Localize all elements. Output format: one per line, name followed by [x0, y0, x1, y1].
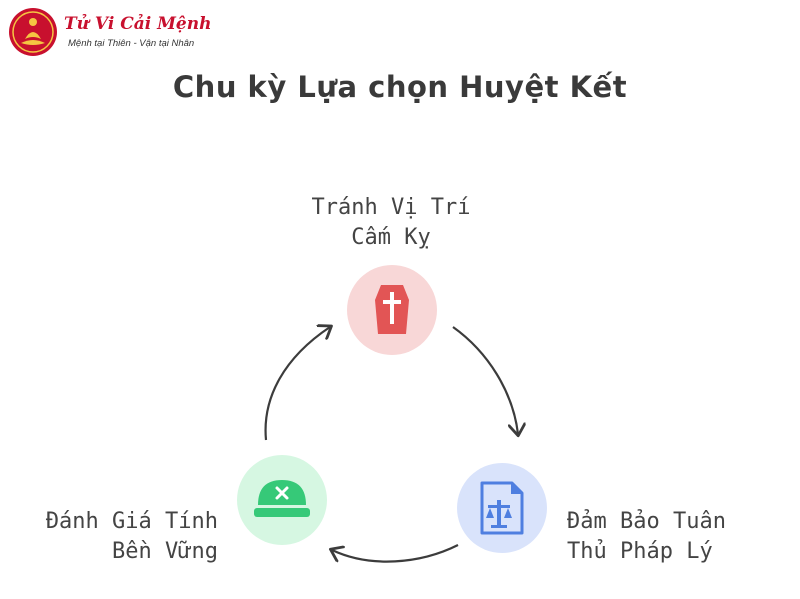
- label-avoid-forbidden: Tránh Vị Trí Cấm Kỵ: [311, 195, 471, 250]
- legal-document-scale-icon: [480, 481, 524, 535]
- arrow-left-to-top: [264, 327, 330, 441]
- arrow-top-to-right: [452, 326, 518, 434]
- coffin-cross-icon: [375, 285, 409, 334]
- hat-cross-icon: [254, 480, 310, 517]
- buddha-emblem-icon: [9, 8, 57, 56]
- node-sustainability: [237, 455, 327, 545]
- brand-logo[interactable]: Tử Vi Cải Mệnh Mệnh tại Thiên - Vận tại …: [8, 6, 212, 58]
- label-legal-compliance: Đảm Bảo Tuân Thủ Pháp Lý: [567, 509, 726, 564]
- brand-name: Tử Vi Cải Mệnh: [64, 14, 212, 34]
- node-legal-compliance: [457, 463, 547, 553]
- node-avoid-forbidden: [347, 265, 437, 355]
- label-sustainability: Đánh Giá Tính Bền Vững: [45, 509, 218, 564]
- brand-slogan: Mệnh tại Thiên - Vận tại Nhân: [68, 38, 195, 49]
- page-title: Chu kỳ Lựa chọn Huyệt Kết: [172, 70, 628, 104]
- arrow-right-to-left: [332, 544, 459, 563]
